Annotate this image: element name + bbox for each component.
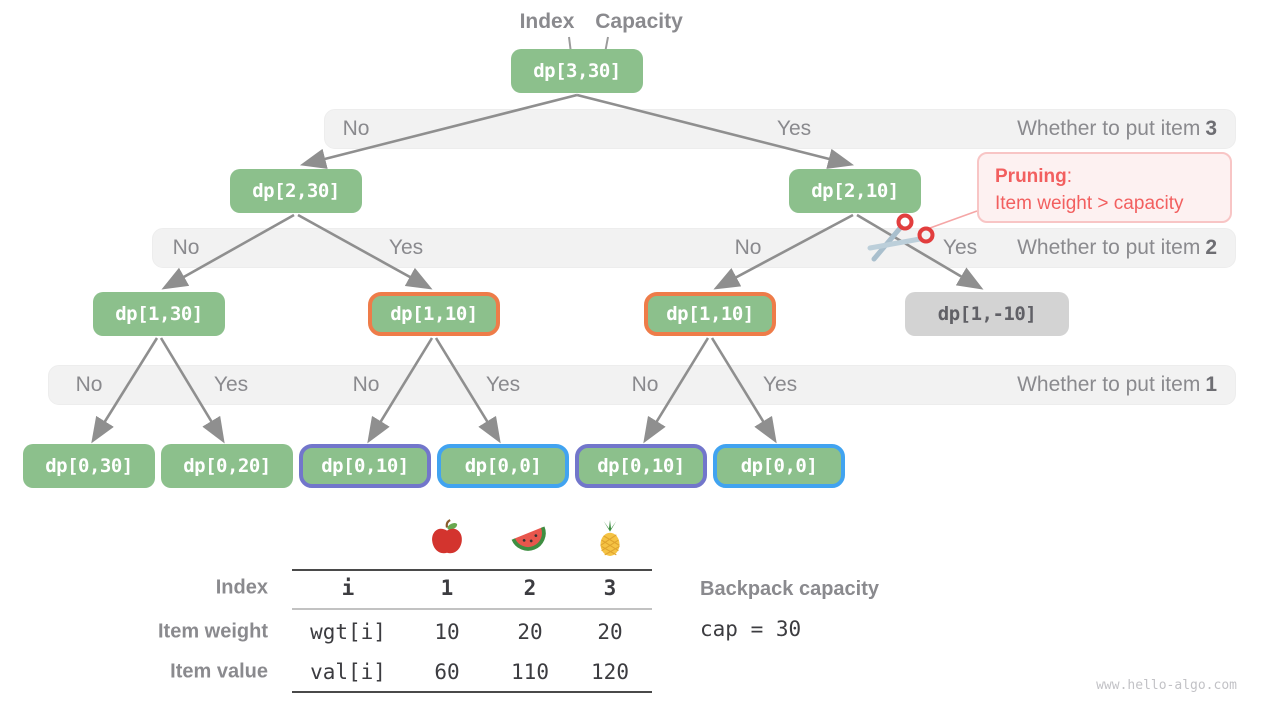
choice-label: No	[352, 373, 380, 396]
pineapple-icon	[600, 520, 620, 556]
table-cell: 120	[591, 660, 629, 684]
dp-node-0-20: dp[0,20]	[161, 444, 293, 488]
pruning-title: Pruning	[995, 166, 1067, 187]
choice-label: No	[75, 373, 103, 396]
table-mid-rule	[292, 608, 652, 610]
table-cell: 3	[603, 576, 617, 600]
table-cell: 2	[523, 576, 537, 600]
capacity-pointer-label: Capacity	[595, 10, 683, 33]
dp-node-3-30: dp[3,30]	[511, 49, 643, 93]
tree-arrows	[91, 93, 984, 444]
table-cell: wgt[i]	[310, 620, 386, 644]
dp-node-0-10-right: dp[0,10]	[575, 444, 707, 488]
choice-label: Yes	[213, 373, 249, 396]
watermelon-icon	[511, 526, 546, 551]
dp-node-0-0-left: dp[0,0]	[437, 444, 569, 488]
choice-label: No	[631, 373, 659, 396]
choice-label: Yes	[776, 117, 812, 140]
dp-node-2-30: dp[2,30]	[230, 169, 362, 213]
dp-node-1-10-left: dp[1,10]	[368, 292, 500, 336]
dp-node-1-10-right: dp[1,10]	[644, 292, 776, 336]
choice-label: Yes	[485, 373, 521, 396]
choice-label: Yes	[388, 236, 424, 259]
table-cell: 10	[434, 620, 460, 644]
table-cell: val[i]	[310, 660, 386, 684]
pruning-note: Pruning: Item weight > capacity	[977, 152, 1232, 223]
dp-node-1-30: dp[1,30]	[93, 292, 225, 336]
scissors-icon	[867, 213, 935, 262]
table-cell: 20	[597, 620, 623, 644]
pruning-leader-line	[929, 210, 978, 229]
dp-node-0-10-left: dp[0,10]	[299, 444, 431, 488]
choice-label: Yes	[762, 373, 798, 396]
dp-node-0-0-right: dp[0,0]	[713, 444, 845, 488]
choice-label: Yes	[942, 236, 978, 259]
table-cell: 20	[517, 620, 543, 644]
choice-label: No	[342, 117, 370, 140]
table-cell: 60	[434, 660, 460, 684]
backpack-capacity-label: Backpack capacity	[700, 578, 880, 600]
dp-node-0-30: dp[0,30]	[23, 444, 155, 488]
table-bottom-rule	[292, 691, 652, 693]
watermark: www.hello-algo.com	[1096, 678, 1237, 693]
pruning-detail: Item weight > capacity	[995, 193, 1184, 214]
table-cell: i	[341, 576, 355, 600]
index-pointer-label: Index	[519, 10, 575, 33]
dp-node-1-neg10-pruned: dp[1,-10]	[905, 292, 1069, 336]
backpack-capacity-value: cap = 30	[700, 617, 802, 641]
table-cell: 110	[511, 660, 549, 684]
apple-icon	[432, 519, 462, 554]
table-top-rule	[292, 569, 652, 571]
row-header-index: Index	[215, 576, 268, 599]
dp-node-2-10: dp[2,10]	[789, 169, 921, 213]
choice-label: No	[734, 236, 762, 259]
row-header-weight: Item weight	[157, 620, 268, 643]
row-header-value: Item value	[170, 660, 268, 683]
table-cell: 1	[440, 576, 454, 600]
choice-label: No	[172, 236, 200, 259]
